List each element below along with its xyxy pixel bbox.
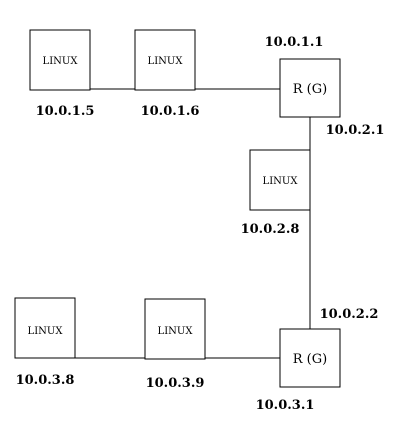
host-box bbox=[144, 298, 206, 360]
host-label: LINUX bbox=[43, 56, 79, 67]
host-label: LINUX bbox=[148, 56, 184, 67]
host-label: LINUX bbox=[263, 176, 299, 187]
linux-host-10-0-2-8[interactable]: LINUX 10.0.2.8 bbox=[241, 149, 311, 237]
router-ip-bottom: 10.0.2.1 bbox=[326, 123, 385, 138]
host-box bbox=[134, 29, 196, 91]
router-label: R (G) bbox=[293, 82, 327, 97]
host-ip: 10.0.3.8 bbox=[16, 373, 75, 388]
host-ip: 10.0.1.5 bbox=[36, 104, 95, 119]
router-ip-top: 10.0.2.2 bbox=[320, 307, 379, 322]
host-ip: 10.0.1.6 bbox=[141, 104, 200, 119]
router-ip-bottom: 10.0.3.1 bbox=[256, 398, 315, 413]
host-box bbox=[249, 149, 311, 211]
router-box bbox=[279, 328, 341, 388]
linux-host-10-0-1-5[interactable]: LINUX 10.0.1.5 bbox=[29, 29, 95, 119]
host-ip: 10.0.2.8 bbox=[241, 222, 300, 237]
host-ip: 10.0.3.9 bbox=[146, 376, 205, 391]
router-gateway-2[interactable]: R (G) 10.0.2.2 10.0.3.1 bbox=[256, 307, 379, 413]
router-ip-top: 10.0.1.1 bbox=[265, 35, 324, 50]
linux-host-10-0-1-6[interactable]: LINUX 10.0.1.6 bbox=[134, 29, 200, 119]
host-box bbox=[29, 29, 91, 91]
host-label: LINUX bbox=[158, 326, 194, 337]
host-box bbox=[14, 297, 76, 359]
linux-host-10-0-3-9[interactable]: LINUX 10.0.3.9 bbox=[144, 298, 206, 391]
linux-host-10-0-3-8[interactable]: LINUX 10.0.3.8 bbox=[14, 297, 76, 388]
host-label: LINUX bbox=[28, 326, 64, 337]
router-box bbox=[279, 58, 341, 118]
router-label: R (G) bbox=[293, 352, 327, 367]
router-gateway-1[interactable]: R (G) 10.0.1.1 10.0.2.1 bbox=[265, 35, 385, 138]
